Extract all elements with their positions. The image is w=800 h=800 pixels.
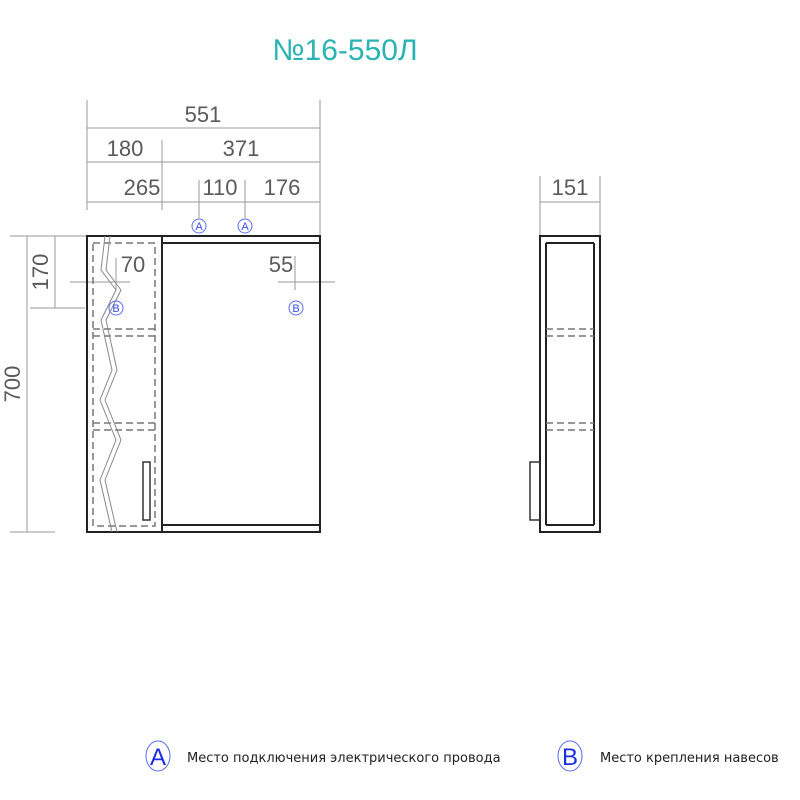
dim-55: 55 — [269, 252, 293, 277]
dim-700: 700 — [0, 366, 25, 403]
svg-text:B: B — [112, 303, 119, 315]
svg-text:A: A — [241, 221, 249, 233]
dim-180: 180 — [107, 136, 144, 161]
marker-b-2: B — [288, 300, 304, 316]
dim-176: 176 — [264, 175, 301, 200]
dim-170: 170 — [28, 254, 53, 291]
width-dimensions: 551 180 371 265 110 176 — [86, 100, 321, 236]
dim-70: 70 — [121, 252, 145, 277]
legend-symbol-a: A — [150, 744, 166, 771]
handle — [142, 461, 151, 521]
dim-110: 110 — [202, 175, 237, 200]
height-dimensions: 700 170 70 55 — [0, 235, 335, 533]
legend-symbol-b: B — [562, 744, 578, 771]
legend-text-a: Место подключения электрического провода — [187, 751, 501, 766]
dim-151: 151 — [552, 175, 589, 200]
front-view — [86, 235, 321, 533]
dim-371: 371 — [223, 136, 260, 161]
dim-551: 551 — [185, 102, 222, 127]
marker-b-1: B — [108, 300, 124, 316]
marker-a-1: A — [191, 218, 207, 234]
legend-item-a: A Место подключения электрического прово… — [145, 740, 501, 772]
svg-text:B: B — [292, 303, 299, 315]
legend-item-b: B Место крепления навесов — [557, 740, 779, 772]
marker-a-2: A — [237, 218, 253, 234]
side-handle — [529, 461, 541, 521]
model-title: №16-550Л — [272, 34, 417, 67]
svg-text:A: A — [195, 221, 203, 233]
dim-265: 265 — [124, 175, 161, 200]
legend-text-b: Место крепления навесов — [600, 751, 779, 766]
side-view: 151 — [529, 175, 601, 533]
